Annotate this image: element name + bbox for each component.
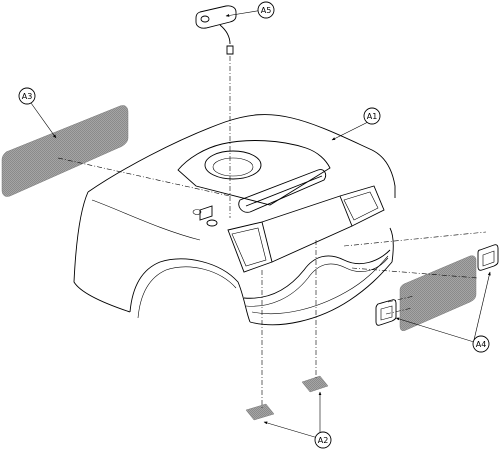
callout-a1: A1 [363, 107, 381, 125]
callout-a3-label: A3 [22, 92, 33, 101]
lower-reflector [375, 299, 397, 326]
upper-reflector [477, 244, 499, 271]
callout-a3: A3 [18, 87, 36, 105]
callout-a1-label: A1 [367, 112, 378, 121]
front-pad [245, 403, 275, 421]
callout-a4-label: A4 [476, 340, 487, 349]
right-side-decal [399, 255, 477, 332]
rear-pad [301, 375, 329, 393]
callout-a2-label: A2 [318, 436, 329, 445]
callout-a4: A4 [472, 335, 490, 353]
callout-a2: A2 [314, 431, 332, 449]
leader-lines [30, 9, 491, 439]
left-side-decal [1, 105, 129, 197]
assembly-lines [57, 56, 487, 408]
callout-a5-label: A5 [261, 6, 272, 15]
key-tag [195, 5, 237, 55]
shroud-cover [73, 114, 396, 326]
callout-a5: A5 [257, 1, 275, 19]
